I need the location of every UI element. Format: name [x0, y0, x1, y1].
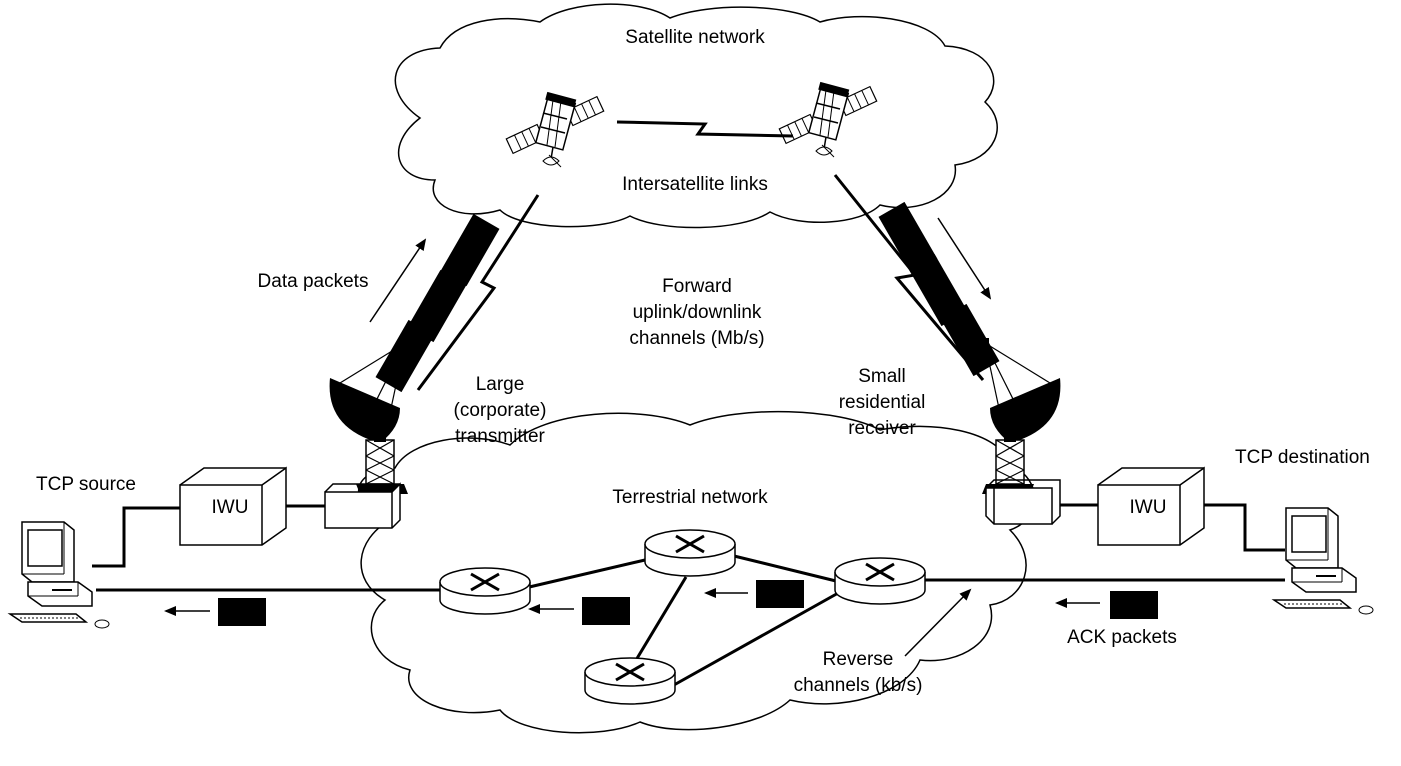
forward-label-3: channels (Mb/s) [629, 328, 764, 349]
packet-icon [756, 580, 804, 608]
ack-packets [164, 580, 1158, 626]
computer-icon-source [9, 521, 110, 629]
packet-icon [1110, 591, 1158, 619]
router-icon [643, 528, 737, 578]
small-receiver-label-1: Small [858, 366, 906, 387]
iwu-box-right [1097, 466, 1205, 546]
router-icon [833, 556, 927, 606]
forward-label-1: Forward [662, 276, 732, 297]
data-packets-arrow [369, 238, 427, 323]
ack-packets-label: ACK packets [1067, 627, 1177, 648]
reverse-channel-arrow [904, 588, 972, 657]
iwu-box-left [179, 466, 287, 546]
terrestrial-network-label: Terrestrial network [612, 487, 768, 508]
tcp-destination-label: TCP destination [1235, 447, 1370, 468]
iwu-label-right: IWU [1130, 497, 1167, 518]
packet-icon [940, 303, 1000, 377]
small-receiver-label-2: residential [839, 392, 926, 413]
large-transmitter-label-3: transmitter [455, 426, 545, 447]
receiver-base [985, 479, 1061, 525]
intersatellite-link [616, 120, 794, 138]
packet-icon [375, 319, 435, 393]
computer-icon-destination [1273, 507, 1374, 615]
packet-icon [407, 269, 467, 343]
satellite-icon-left [505, 91, 605, 168]
large-transmitter-label-1: Large [476, 374, 525, 395]
large-transmitter-label-2: (corporate) [454, 400, 547, 421]
satellite-icon-right [778, 81, 878, 158]
packet-icon [908, 253, 968, 327]
uplink-packets [375, 213, 500, 393]
reverse-channels-label-1: Reverse [823, 649, 894, 670]
terrestrial-cloud [358, 410, 1036, 734]
forward-label-2: uplink/downlink [633, 302, 762, 323]
router-icon [583, 656, 677, 706]
small-receiver-label-3: receiver [848, 418, 916, 439]
packet-icon [878, 201, 938, 275]
packet-icon [218, 598, 266, 626]
data-packets-label: Data packets [258, 271, 369, 292]
reverse-channels-label-2: channels (kb/s) [794, 675, 923, 696]
satellite-network-label: Satellite network [625, 27, 765, 48]
downlink-line [833, 174, 985, 381]
iwu-label-left: IWU [212, 497, 249, 518]
packet-icon [440, 213, 500, 287]
packet-icon [582, 597, 630, 625]
tcp-source-label: TCP source [36, 474, 136, 495]
transmitter-base [324, 482, 401, 529]
intersatellite-links-label: Intersatellite links [622, 174, 768, 195]
router-icon [438, 566, 532, 616]
downlink-arrow [937, 217, 992, 300]
downlink-packets [878, 201, 1000, 377]
uplink-line [416, 194, 540, 391]
